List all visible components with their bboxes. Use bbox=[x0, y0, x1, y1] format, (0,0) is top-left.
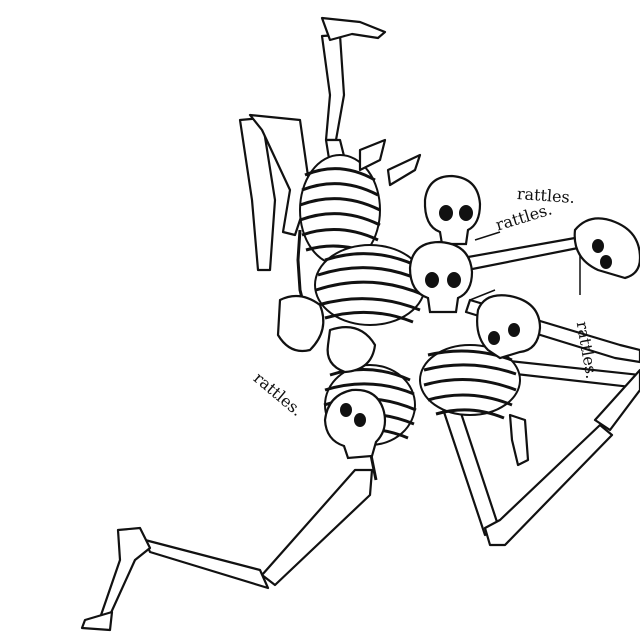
pelvis-shapes bbox=[276, 294, 377, 374]
skull-1 bbox=[423, 174, 482, 246]
right-leg-bones bbox=[438, 368, 640, 547]
skull-2 bbox=[408, 240, 474, 314]
left-folded-leg bbox=[238, 113, 312, 272]
skull-4 bbox=[573, 217, 640, 280]
skull-3 bbox=[476, 294, 542, 360]
raised-arm-bones bbox=[320, 16, 387, 167]
left-leg-bones bbox=[80, 468, 374, 632]
skull-5 bbox=[323, 388, 387, 460]
hands bbox=[358, 138, 530, 467]
